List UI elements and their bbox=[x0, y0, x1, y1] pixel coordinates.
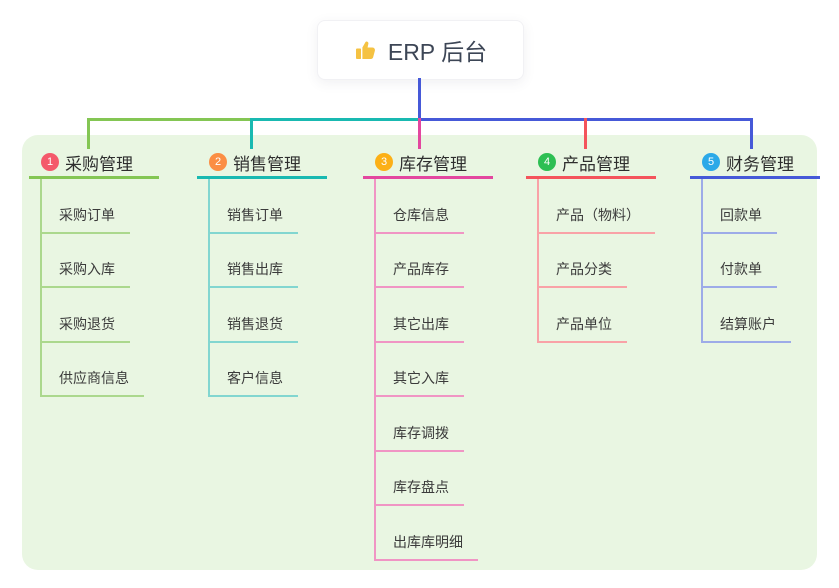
branch-children: 采购订单采购入库采购退货供应商信息 bbox=[40, 179, 144, 397]
child-node[interactable]: 供应商信息 bbox=[42, 343, 144, 397]
child-node[interactable]: 付款单 bbox=[703, 234, 777, 288]
child-node[interactable]: 销售出库 bbox=[210, 234, 298, 288]
branch-number-badge: 4 bbox=[538, 153, 556, 171]
child-node[interactable]: 仓库信息 bbox=[376, 179, 464, 234]
branch-children: 仓库信息产品库存其它出库其它入库库存调拨库存盘点出库库明细 bbox=[374, 179, 478, 561]
child-node[interactable]: 产品库存 bbox=[376, 234, 464, 288]
connector-drop-4 bbox=[584, 118, 587, 149]
child-node[interactable]: 采购退货 bbox=[42, 288, 130, 343]
child-label: 其它出库 bbox=[393, 315, 449, 332]
root-label: ERP 后台 bbox=[387, 39, 488, 65]
branch-5: 5 财务管理 回款单付款单结算账户 bbox=[690, 148, 820, 343]
branch-header[interactable]: 1 采购管理 bbox=[29, 148, 159, 179]
child-label: 仓库信息 bbox=[393, 206, 449, 223]
connector-drop-1 bbox=[87, 118, 90, 149]
child-label: 采购入库 bbox=[59, 261, 115, 277]
child-label: 库存盘点 bbox=[393, 479, 449, 495]
child-node[interactable]: 库存盘点 bbox=[376, 452, 464, 506]
child-node[interactable]: 其它入库 bbox=[376, 343, 464, 397]
child-node[interactable]: 回款单 bbox=[703, 179, 777, 234]
child-label: 付款单 bbox=[720, 261, 762, 277]
child-node[interactable]: 采购入库 bbox=[42, 234, 130, 288]
root-node[interactable]: ERP 后台 bbox=[317, 20, 524, 80]
child-label: 产品库存 bbox=[393, 261, 449, 277]
branches-panel bbox=[22, 135, 817, 570]
child-node[interactable]: 销售退货 bbox=[210, 288, 298, 343]
child-label: 产品（物料） bbox=[556, 206, 640, 223]
connector-trunk bbox=[418, 78, 421, 121]
branch-children: 产品（物料） 产品分类产品单位 bbox=[537, 179, 655, 343]
branch-number-badge: 1 bbox=[41, 153, 59, 171]
child-label: 采购退货 bbox=[59, 315, 115, 332]
child-node[interactable]: 客户信息 bbox=[210, 343, 298, 397]
child-node[interactable]: 产品分类 bbox=[539, 234, 627, 288]
child-node[interactable]: 产品单位 bbox=[539, 288, 627, 343]
child-label: 销售订单 bbox=[227, 206, 283, 223]
connector-drop-5 bbox=[750, 118, 753, 149]
connector-horizontal-2 bbox=[250, 118, 418, 121]
branch-title: 采购管理 bbox=[65, 154, 133, 174]
child-label: 回款单 bbox=[720, 206, 762, 223]
child-label: 其它入库 bbox=[393, 370, 449, 386]
child-node[interactable]: 采购订单 bbox=[42, 179, 130, 234]
branch-children: 回款单付款单结算账户 bbox=[701, 179, 791, 343]
connector-drop-3 bbox=[418, 118, 421, 149]
child-label: 销售出库 bbox=[227, 261, 283, 277]
child-label: 采购订单 bbox=[59, 206, 115, 223]
branch-header[interactable]: 3 库存管理 bbox=[363, 148, 493, 179]
branch-number-badge: 5 bbox=[702, 153, 720, 171]
branch-header[interactable]: 5 财务管理 bbox=[690, 148, 820, 179]
child-label: 销售退货 bbox=[227, 315, 283, 332]
thumbs-up-icon bbox=[354, 38, 378, 62]
branch-3: 3 库存管理 仓库信息产品库存其它出库其它入库库存调拨库存盘点出库库明细 bbox=[363, 148, 493, 561]
child-label: 出库库明细 bbox=[393, 533, 463, 550]
child-label: 库存调拨 bbox=[393, 424, 449, 441]
child-node[interactable]: 其它出库 bbox=[376, 288, 464, 343]
branch-title: 库存管理 bbox=[399, 154, 467, 174]
child-label: 供应商信息 bbox=[59, 370, 129, 386]
child-node[interactable]: 库存调拨 bbox=[376, 397, 464, 452]
branch-title: 产品管理 bbox=[562, 154, 630, 174]
branch-4: 4 产品管理 产品（物料） 产品分类产品单位 bbox=[526, 148, 656, 343]
branch-title: 财务管理 bbox=[726, 154, 794, 174]
branch-title: 销售管理 bbox=[233, 154, 301, 174]
branch-2: 2 销售管理 销售订单销售出库销售退货客户信息 bbox=[197, 148, 327, 397]
child-node[interactable]: 出库库明细 bbox=[376, 506, 478, 561]
branch-number-badge: 3 bbox=[375, 153, 393, 171]
child-node[interactable]: 结算账户 bbox=[703, 288, 791, 343]
child-label: 结算账户 bbox=[720, 315, 776, 332]
branch-1: 1 采购管理 采购订单采购入库采购退货供应商信息 bbox=[29, 148, 159, 397]
branch-children: 销售订单销售出库销售退货客户信息 bbox=[208, 179, 298, 397]
branch-number-badge: 2 bbox=[209, 153, 227, 171]
child-node[interactable]: 销售订单 bbox=[210, 179, 298, 234]
child-label: 客户信息 bbox=[227, 370, 283, 386]
child-node[interactable]: 产品（物料） bbox=[539, 179, 655, 234]
child-label: 产品单位 bbox=[556, 315, 612, 332]
branch-header[interactable]: 2 销售管理 bbox=[197, 148, 327, 179]
branch-header[interactable]: 4 产品管理 bbox=[526, 148, 656, 179]
connector-drop-2 bbox=[250, 118, 253, 149]
child-label: 产品分类 bbox=[556, 261, 612, 277]
connector-horizontal-1 bbox=[87, 118, 250, 121]
